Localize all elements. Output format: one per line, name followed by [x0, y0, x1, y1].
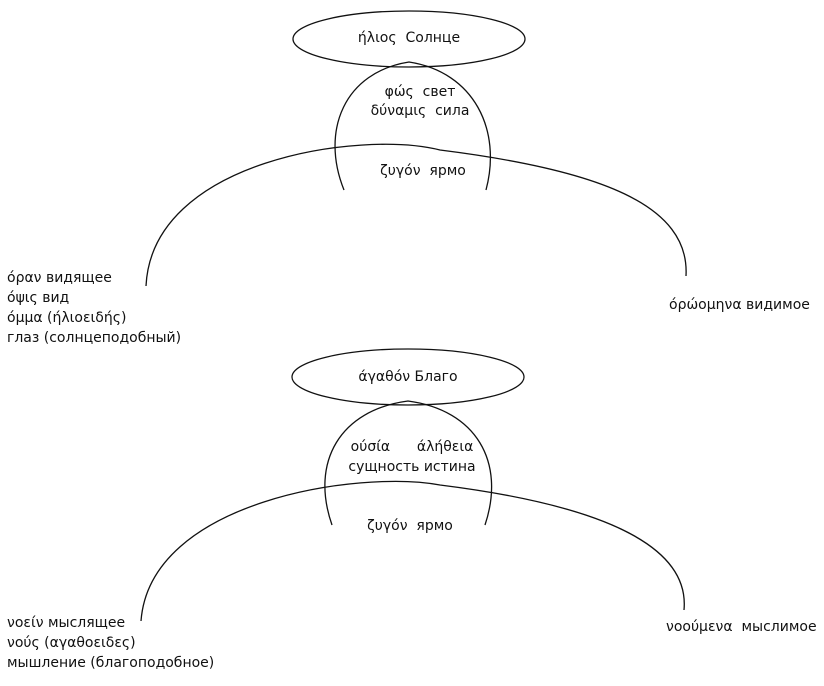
good-yoke-label: ζυγόν ярмо — [367, 518, 453, 534]
sun-right-label: όρώομηνα видимое — [669, 297, 810, 313]
sun-ellipse — [292, 10, 526, 68]
good-left-line-3: мышление (благоподобное) — [7, 655, 215, 671]
good-essence-truth-russian: сущность истина — [348, 459, 476, 475]
sun-large-arc — [145, 143, 687, 287]
good-left-line-2: νούς (αγαθοειδες) — [7, 635, 136, 651]
good-ellipse — [291, 348, 525, 406]
sun-left-line-4: глаз (солнцеподобный) — [7, 330, 182, 346]
good-large-arc — [140, 480, 685, 622]
good-right-label: νοούμενα мыслимое — [666, 619, 817, 635]
sun-light-label: φώς свет — [384, 84, 456, 100]
good-left-line-1: νοείν мыслящее — [7, 615, 126, 631]
sun-node-label: ήλιος Солнце — [357, 30, 461, 46]
good-essence-truth-greek: ούσία άλήθεια — [350, 439, 474, 455]
sun-small-arc — [334, 61, 491, 191]
good-node-label: άγαθόν Благо — [358, 369, 458, 385]
sun-left-line-3: όμμα (ήλιοειδής) — [7, 310, 127, 326]
good-small-arc — [324, 400, 493, 526]
sun-left-line-2: όψις вид — [7, 290, 70, 306]
sun-yoke-label: ζυγόν ярмо — [380, 163, 466, 179]
sun-power-label: δύναμις сила — [370, 103, 470, 119]
sun-left-line-1: όραν видящее — [7, 270, 112, 286]
